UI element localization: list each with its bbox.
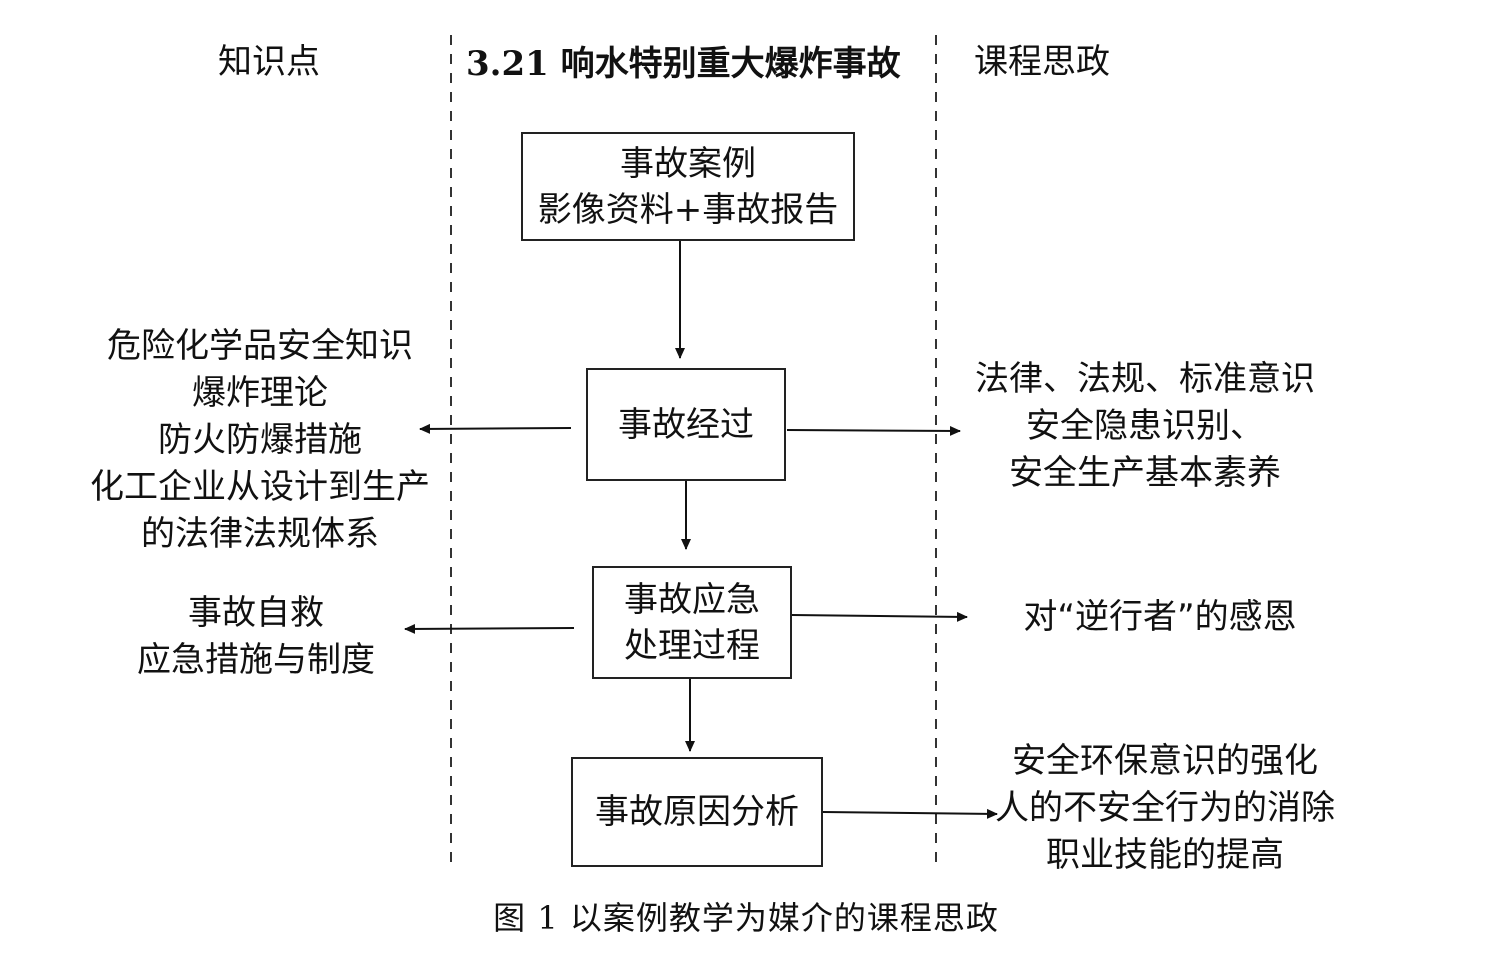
ideology-item: 对“逆行者”的感恩: [1023, 597, 1297, 637]
header-knowledge: 知识点: [218, 42, 320, 82]
knowledge-group-1: 危险化学品安全知识 爆炸理论 防火防爆措施 化工企业从设计到生产 的法律法规体系: [60, 323, 460, 558]
box-accident-process-label: 事故经过: [618, 404, 754, 445]
knowledge-group-2: 事故自救 应急措施与制度: [106, 590, 406, 684]
ideology-group-1: 法律、法规、标准意识 安全隐患识别、 安全生产基本素养: [955, 356, 1335, 497]
ideology-item: 安全隐患识别、: [1026, 406, 1264, 446]
figure-caption: 图 1 以案例教学为媒介的课程思政: [493, 899, 999, 937]
knowledge-item: 危险化学品安全知识: [107, 326, 413, 366]
box-emergency-line-1: 事故应急: [624, 579, 760, 620]
arrow-emergency-to-knowledge: [404, 623, 575, 634]
header-accident: 3.21 响水特别重大爆炸事故: [466, 44, 901, 84]
arrow-process-to-knowledge: [419, 423, 572, 434]
box-accident-case: 事故案例 影像资料+事故报告: [521, 132, 855, 241]
ideology-item: 安全环保意识的强化: [1012, 741, 1318, 781]
knowledge-item: 防火防爆措施: [158, 420, 362, 460]
ideology-item: 安全生产基本素养: [1009, 453, 1281, 493]
knowledge-item: 爆炸理论: [192, 373, 328, 413]
box-emergency-handling: 事故应急 处理过程: [592, 566, 792, 679]
box-cause-analysis: 事故原因分析: [571, 757, 823, 867]
box-cause-analysis-label: 事故原因分析: [595, 792, 799, 832]
arrow-cause-to-ideology: [822, 808, 998, 819]
ideology-group-2: 对“逆行者”的感恩: [985, 594, 1335, 641]
knowledge-item: 化工企业从设计到生产: [90, 467, 430, 507]
knowledge-item: 的法律法规体系: [141, 514, 379, 554]
ideology-item: 法律、法规、标准意识: [975, 359, 1315, 399]
arrow-emergency-to-ideology: [791, 611, 968, 622]
header-ideology: 课程思政: [974, 42, 1110, 82]
box-emergency-line-2: 处理过程: [624, 625, 760, 666]
box-accident-case-line-2: 影像资料+事故报告: [537, 189, 839, 230]
knowledge-item: 应急措施与制度: [137, 640, 375, 680]
ideology-item: 职业技能的提高: [1046, 835, 1284, 875]
ideology-item: 人的不安全行为的消除: [995, 788, 1335, 828]
ideology-group-3: 安全环保意识的强化 人的不安全行为的消除 职业技能的提高: [975, 738, 1355, 879]
box-accident-case-line-1: 事故案例: [620, 143, 756, 184]
arrow-process-to-ideology: [786, 425, 961, 436]
knowledge-item: 事故自救: [188, 593, 324, 633]
box-accident-process: 事故经过: [586, 368, 786, 481]
